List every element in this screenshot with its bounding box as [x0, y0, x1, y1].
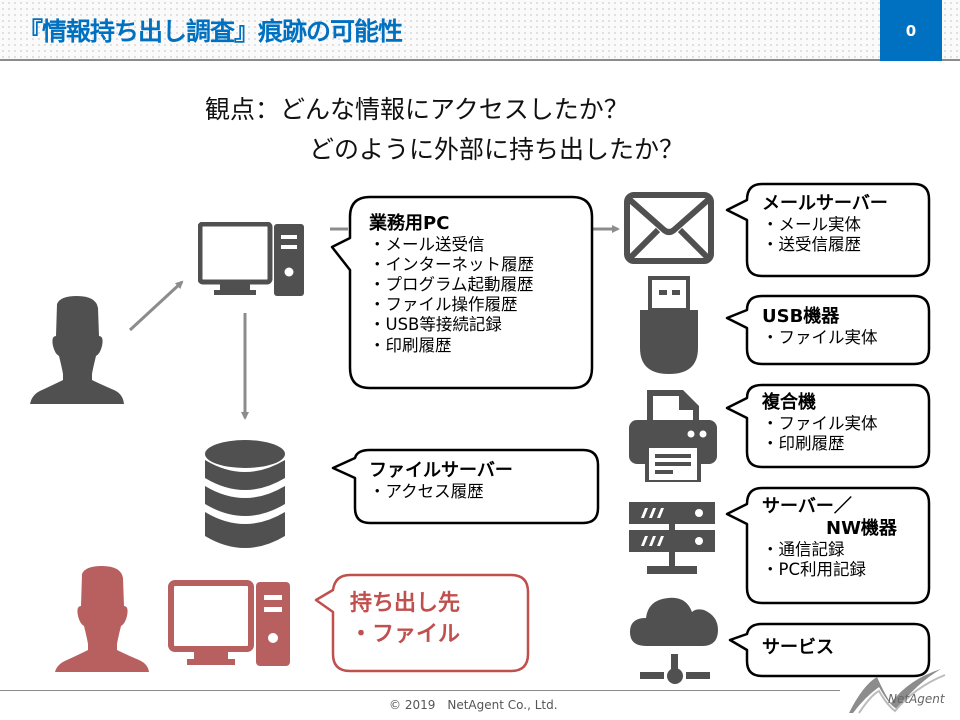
- envelope-icon: [624, 192, 714, 264]
- server-nw-item: ・PC利用記録: [762, 560, 866, 580]
- server-nw-item: ・通信記録: [762, 539, 845, 559]
- work-pc-item: ・USB等接続記録: [369, 315, 502, 335]
- page-number: 0: [880, 0, 942, 61]
- mail-server-title: メールサーバー: [762, 193, 888, 214]
- service-details: サービス: [762, 637, 834, 659]
- work-pc-item: ・インターネット履歴: [369, 255, 534, 275]
- mfp-item: ・ファイル実体: [762, 413, 878, 433]
- destination-line: 持ち出し先: [350, 591, 461, 616]
- usb-drive-icon: [640, 276, 700, 376]
- mail-server-item: ・メール実体: [762, 214, 861, 234]
- file-server-details: ファイルサーバー ・アクセス履歴: [369, 460, 513, 502]
- destination-user-icon: [55, 566, 150, 672]
- footer-divider: [0, 690, 840, 691]
- server-nw-title-line1: サーバー／: [762, 496, 852, 517]
- work-pc-details: 業務用PC ・メール送受信 ・インターネット履歴 ・プログラム起動履歴 ・ファイ…: [369, 213, 534, 356]
- mfp-item: ・印刷履歴: [762, 434, 845, 454]
- slide-title: 『情報持ち出し調査』痕跡の可能性: [18, 17, 403, 46]
- mfp-details: 複合機 ・ファイル実体 ・印刷履歴: [762, 392, 878, 454]
- arrow-user-to-pc: [128, 280, 184, 332]
- printer-icon: [629, 388, 719, 482]
- work-pc-item: ・プログラム起動履歴: [369, 275, 534, 295]
- user-icon: [30, 296, 125, 404]
- destination-line: ・ファイル: [350, 621, 461, 647]
- copyright-text: © 2019 NetAgent Co., Ltd.: [389, 698, 558, 712]
- usb-details: USB機器 ・ファイル実体: [762, 306, 878, 348]
- server-rack-icon: [629, 502, 715, 576]
- destination-pc-icon: [168, 580, 292, 668]
- work-pc-title: 業務用PC: [369, 213, 450, 234]
- file-server-item: ・アクセス履歴: [369, 481, 484, 501]
- destination-details: 持ち出し先 ・ファイル: [350, 589, 460, 651]
- usb-title: USB機器: [762, 306, 840, 327]
- netagent-logo-text: NetAgent: [888, 692, 945, 706]
- mfp-title: 複合機: [762, 392, 816, 413]
- usb-item: ・ファイル実体: [762, 327, 878, 347]
- file-server-title: ファイルサーバー: [369, 460, 513, 481]
- netagent-logo-icon: [845, 665, 955, 715]
- cloud-network-icon: [630, 594, 720, 686]
- viewpoint-line-2: どのように外部に持ち出したか？: [309, 135, 685, 164]
- server-nw-details: サーバー／ NW機器 ・通信記録 ・PC利用記録: [762, 496, 897, 580]
- mail-server-item: ・送受信履歴: [762, 235, 861, 255]
- service-title: サービス: [762, 637, 834, 658]
- database-icon: [205, 440, 285, 550]
- mail-server-details: メールサーバー ・メール実体 ・送受信履歴: [762, 193, 888, 255]
- server-nw-title-line2: NW機器: [826, 517, 897, 539]
- desktop-pc-icon: [198, 222, 306, 298]
- work-pc-item: ・ファイル操作履歴: [369, 295, 518, 315]
- slide-header: 『情報持ち出し調査』痕跡の可能性 0: [0, 0, 960, 61]
- viewpoint-line-1: 観点：どんな情報にアクセスしたか？: [205, 95, 629, 124]
- work-pc-item: ・印刷履歴: [369, 335, 452, 355]
- work-pc-item: ・メール送受信: [369, 234, 485, 254]
